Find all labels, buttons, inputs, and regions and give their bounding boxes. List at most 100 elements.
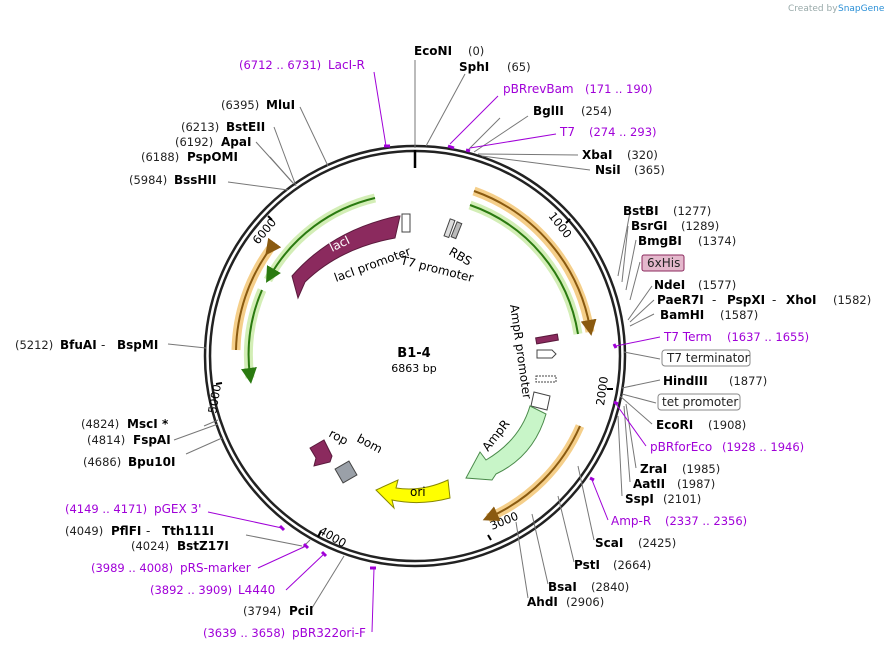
site-bglii-name[interactable]: BglII [533, 104, 564, 118]
site-mlui-pos: (6395) [221, 98, 259, 112]
site-mlui-name[interactable]: MluI [266, 98, 295, 112]
tet-promoter-label: tet promoter [662, 395, 738, 409]
tet-promoter-badge[interactable] [657, 393, 741, 411]
laci-gene-arrow[interactable] [291, 215, 401, 300]
primer-pbr322ori-name[interactable]: pBR322ori-F [292, 626, 366, 640]
site-paer7i-name[interactable]: PaeR7I [657, 293, 704, 307]
primer-t7-name[interactable]: T7 [559, 125, 575, 139]
site-fspai-pos: (4814) [87, 433, 125, 447]
site-bstbi-pos: (1277) [673, 204, 711, 218]
plasmid-name: B1-4 [397, 346, 430, 361]
primer-prsmarker-name[interactable]: pRS-marker [180, 561, 251, 575]
site-bsrgi-name[interactable]: BsrGI [631, 219, 668, 233]
tick-5000: 5000 [205, 383, 224, 414]
site-bsshii-pos: (5984) [129, 173, 167, 187]
tick-3000-mark [487, 534, 492, 541]
site-pflfi-sep: - [146, 524, 150, 538]
site-paer7i-sep1: - [712, 293, 716, 307]
ori-label: ori [410, 485, 426, 499]
site-bsteii-pos: (6213) [181, 120, 219, 134]
orf-arc-3 [235, 237, 282, 351]
site-ecori-name[interactable]: EcoRI [656, 418, 693, 432]
orf-arc-1 [473, 190, 597, 336]
site-sspi-name[interactable]: SspI [625, 492, 654, 506]
site-hindiii-pos: (1877) [729, 374, 767, 388]
site-econi-pos: (0) [468, 44, 484, 58]
site-bsai-name[interactable]: BsaI [548, 580, 577, 594]
site-ahdi-pos: (2906) [566, 595, 604, 609]
primer-l4440-name[interactable]: L4440 [238, 583, 275, 597]
primer-t7term-name[interactable]: T7 Term [663, 330, 712, 344]
site-bstz17i-pos: (4024) [131, 539, 169, 553]
leader-lines [167, 60, 661, 609]
site-bstz17i-name[interactable]: BstZ17I [177, 539, 229, 553]
site-pspomi-name[interactable]: PspOMI [187, 150, 238, 164]
t7-terminator-feature [536, 349, 557, 359]
site-fspai-name[interactable]: FspAI [133, 433, 171, 447]
site-bfuai-sep: - [101, 338, 105, 352]
bom-box[interactable] [334, 460, 358, 484]
site-pspxi-name[interactable]: PspXI [727, 293, 765, 307]
site-pcii-name[interactable]: PciI [289, 604, 314, 618]
ampr-gene-arrow[interactable] [465, 405, 547, 481]
rop-arrow[interactable] [309, 439, 333, 467]
primer-ampr-name[interactable]: Amp-R [611, 514, 651, 528]
site-sphi-name[interactable]: SphI [459, 60, 489, 74]
tick-1000-mark [565, 218, 571, 224]
site-bamhi-pos: (1587) [720, 308, 758, 322]
site-bsteii-name[interactable]: BstEII [226, 120, 265, 134]
t7-terminator-label: T7 terminator [666, 351, 750, 365]
t7-terminator-badge[interactable] [661, 349, 751, 367]
site-msci-star: * [162, 417, 169, 431]
primer-pbrforeco-name[interactable]: pBRforEco [650, 440, 712, 454]
primer-l4440-pos: (3892 .. 3909) [150, 583, 232, 597]
site-bspmi-name[interactable]: BspMI [117, 338, 158, 352]
primer-ampr-pos: (2337 .. 2356) [665, 514, 747, 528]
site-hindiii-name[interactable]: HindIII [663, 374, 708, 388]
site-econi-name[interactable]: EcoNI [414, 44, 452, 58]
site-scai-name[interactable]: ScaI [595, 536, 623, 550]
site-apai-name[interactable]: ApaI [221, 135, 251, 149]
site-apai-pos: (6192) [175, 135, 213, 149]
t7-promoter-box [443, 218, 456, 239]
primer-prsmarker-pos: (3989 .. 4008) [91, 561, 173, 575]
site-bstbi-name[interactable]: BstBI [623, 204, 659, 218]
site-bpu10i-name[interactable]: Bpu10I [128, 455, 175, 469]
site-bsshii-name[interactable]: BssHII [174, 173, 216, 187]
site-pflfi-name[interactable]: PflFI [111, 524, 141, 538]
site-bsai-pos: (2840) [591, 580, 629, 594]
primer-leader-lines [207, 71, 661, 633]
site-aatii-name[interactable]: AatII [633, 477, 665, 491]
primer-lacir-name[interactable]: LacI-R [328, 58, 365, 72]
primer-pbrrevbam-pos: (171 .. 190) [585, 82, 653, 96]
site-zrai-pos: (1985) [682, 462, 720, 476]
primer-pbrrevbam-name[interactable]: pBRrevBam [503, 82, 574, 96]
tick-6000-mark [267, 215, 273, 221]
site-ndei-name[interactable]: NdeI [654, 278, 685, 292]
site-bmgbi-name[interactable]: BmgBI [638, 234, 682, 248]
site-xbai-name[interactable]: XbaI [582, 148, 612, 162]
site-xhoi-name[interactable]: XhoI [786, 293, 817, 307]
his6-feature [535, 333, 559, 345]
his6-badge[interactable] [641, 254, 685, 272]
primer-pbrforeco-pos: (1928 .. 1946) [722, 440, 804, 454]
orf-arc-2 [482, 425, 581, 522]
site-ecori-pos: (1908) [708, 418, 746, 432]
site-bpu10i-pos: (4686) [83, 455, 121, 469]
site-zrai-name[interactable]: ZraI [640, 462, 667, 476]
plasmid-size: 6863 bp [391, 362, 436, 375]
site-tth111i-name[interactable]: Tth111I [162, 524, 214, 538]
primer-pgex3-name[interactable]: pGEX 3' [154, 502, 201, 516]
site-psti-name[interactable]: PstI [574, 558, 600, 572]
site-nsii-name[interactable]: NsiI [595, 163, 621, 177]
site-bfuai-name[interactable]: BfuAI [60, 338, 97, 352]
site-bsrgi-pos: (1289) [681, 219, 719, 233]
site-bamhi-name[interactable]: BamHI [660, 308, 704, 322]
site-msci-name[interactable]: MscI [127, 417, 158, 431]
ori-arrow[interactable] [375, 479, 451, 510]
green-arc-2 [266, 197, 376, 283]
green-arc-1 [469, 204, 579, 335]
primer-t7term-pos: (1637 .. 1655) [727, 330, 809, 344]
site-ahdi-name[interactable]: AhdI [527, 595, 558, 609]
